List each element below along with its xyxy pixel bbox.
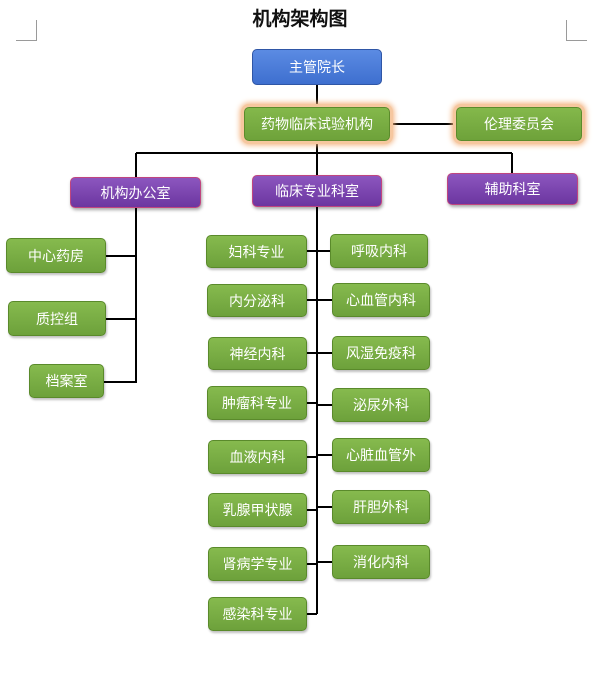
node-office: 机构办公室 (70, 177, 201, 208)
node-clinical-right: 心血管内科 (332, 283, 430, 317)
node-office-child: 质控组 (8, 301, 106, 336)
node-clinical: 临床专业科室 (252, 175, 382, 207)
node-clinical-right: 风湿免疫科 (332, 336, 430, 370)
node-office-child: 中心药房 (6, 238, 106, 273)
node-trial-org: 药物临床试验机构 (244, 107, 390, 141)
node-office-child: 档案室 (29, 364, 104, 398)
node-clinical-right: 泌尿外科 (332, 388, 430, 422)
node-clinical-left: 乳腺甲状腺 (208, 493, 307, 527)
page-title: 机构架构图 (252, 8, 348, 30)
node-clinical-left: 肾病学专业 (208, 547, 307, 581)
page-corner-mark-top-left (16, 20, 37, 41)
page-corner-mark-top-right (566, 20, 587, 41)
node-clinical-left: 内分泌科 (207, 284, 307, 317)
node-clinical-right: 呼吸内科 (330, 234, 428, 268)
node-clinical-left: 妇科专业 (206, 235, 307, 268)
node-auxiliary: 辅助科室 (447, 173, 578, 205)
node-clinical-left: 血液内科 (208, 440, 307, 474)
node-clinical-left: 感染科专业 (208, 597, 307, 631)
node-clinical-left: 肿瘤科专业 (207, 386, 307, 420)
node-clinical-left: 神经内科 (208, 337, 307, 370)
node-ethics: 伦理委员会 (456, 107, 582, 141)
node-clinical-right: 心脏血管外 (332, 438, 430, 472)
node-clinical-right: 肝胆外科 (332, 490, 430, 524)
node-clinical-right: 消化内科 (332, 545, 430, 579)
node-director: 主管院长 (252, 49, 382, 85)
